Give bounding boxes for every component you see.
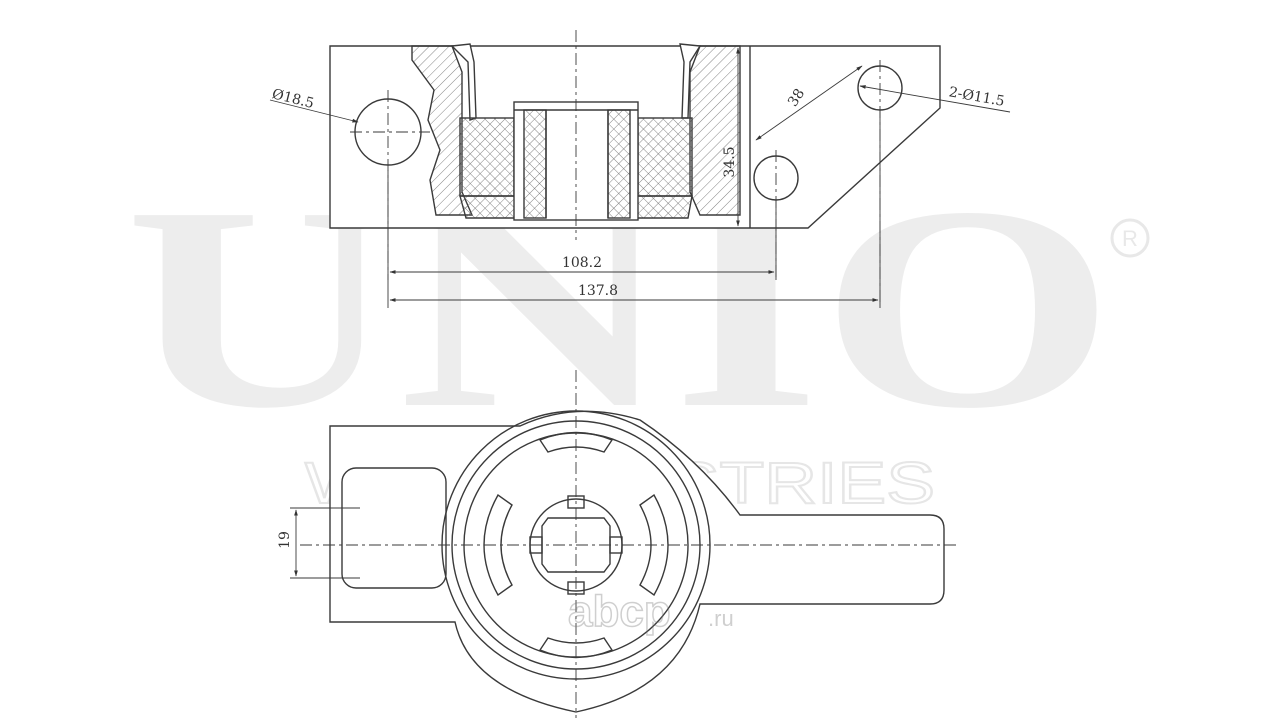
registered-mark: R — [1110, 218, 1150, 258]
label-height: 34.5 — [722, 146, 738, 177]
leader-hole-large — [269, 99, 359, 123]
label-width-inner: 108.2 — [562, 255, 602, 271]
arm-outline — [329, 410, 945, 713]
arm-pocket — [341, 467, 447, 589]
rubber-left — [459, 117, 515, 197]
label-plan-width: 19 — [277, 531, 293, 549]
void-top — [538, 431, 614, 453]
registered-letter: R — [1122, 226, 1138, 251]
housing-left-wall — [411, 45, 474, 216]
site-logo-name: abcp — [568, 587, 671, 636]
site-logo-tld: .ru — [708, 606, 734, 631]
rubber-right — [637, 117, 693, 197]
label-hole-large: Ø18.5 — [270, 86, 315, 112]
void-left — [483, 493, 513, 597]
dim-line-38 — [755, 65, 863, 141]
rubber-left-base — [459, 195, 521, 219]
leader-holes-small — [859, 85, 1011, 113]
void-bottom — [538, 637, 614, 659]
inner-sleeve-right — [607, 109, 631, 219]
label-width-outer: 137.8 — [578, 283, 618, 299]
site-logo: abcp .ru — [567, 586, 734, 637]
rubber-right-base — [633, 195, 693, 219]
section-view — [269, 30, 1011, 308]
inner-sleeve-left — [523, 109, 547, 219]
void-right — [639, 493, 669, 597]
plan-view — [290, 370, 960, 718]
housing-right-wall — [689, 45, 741, 216]
